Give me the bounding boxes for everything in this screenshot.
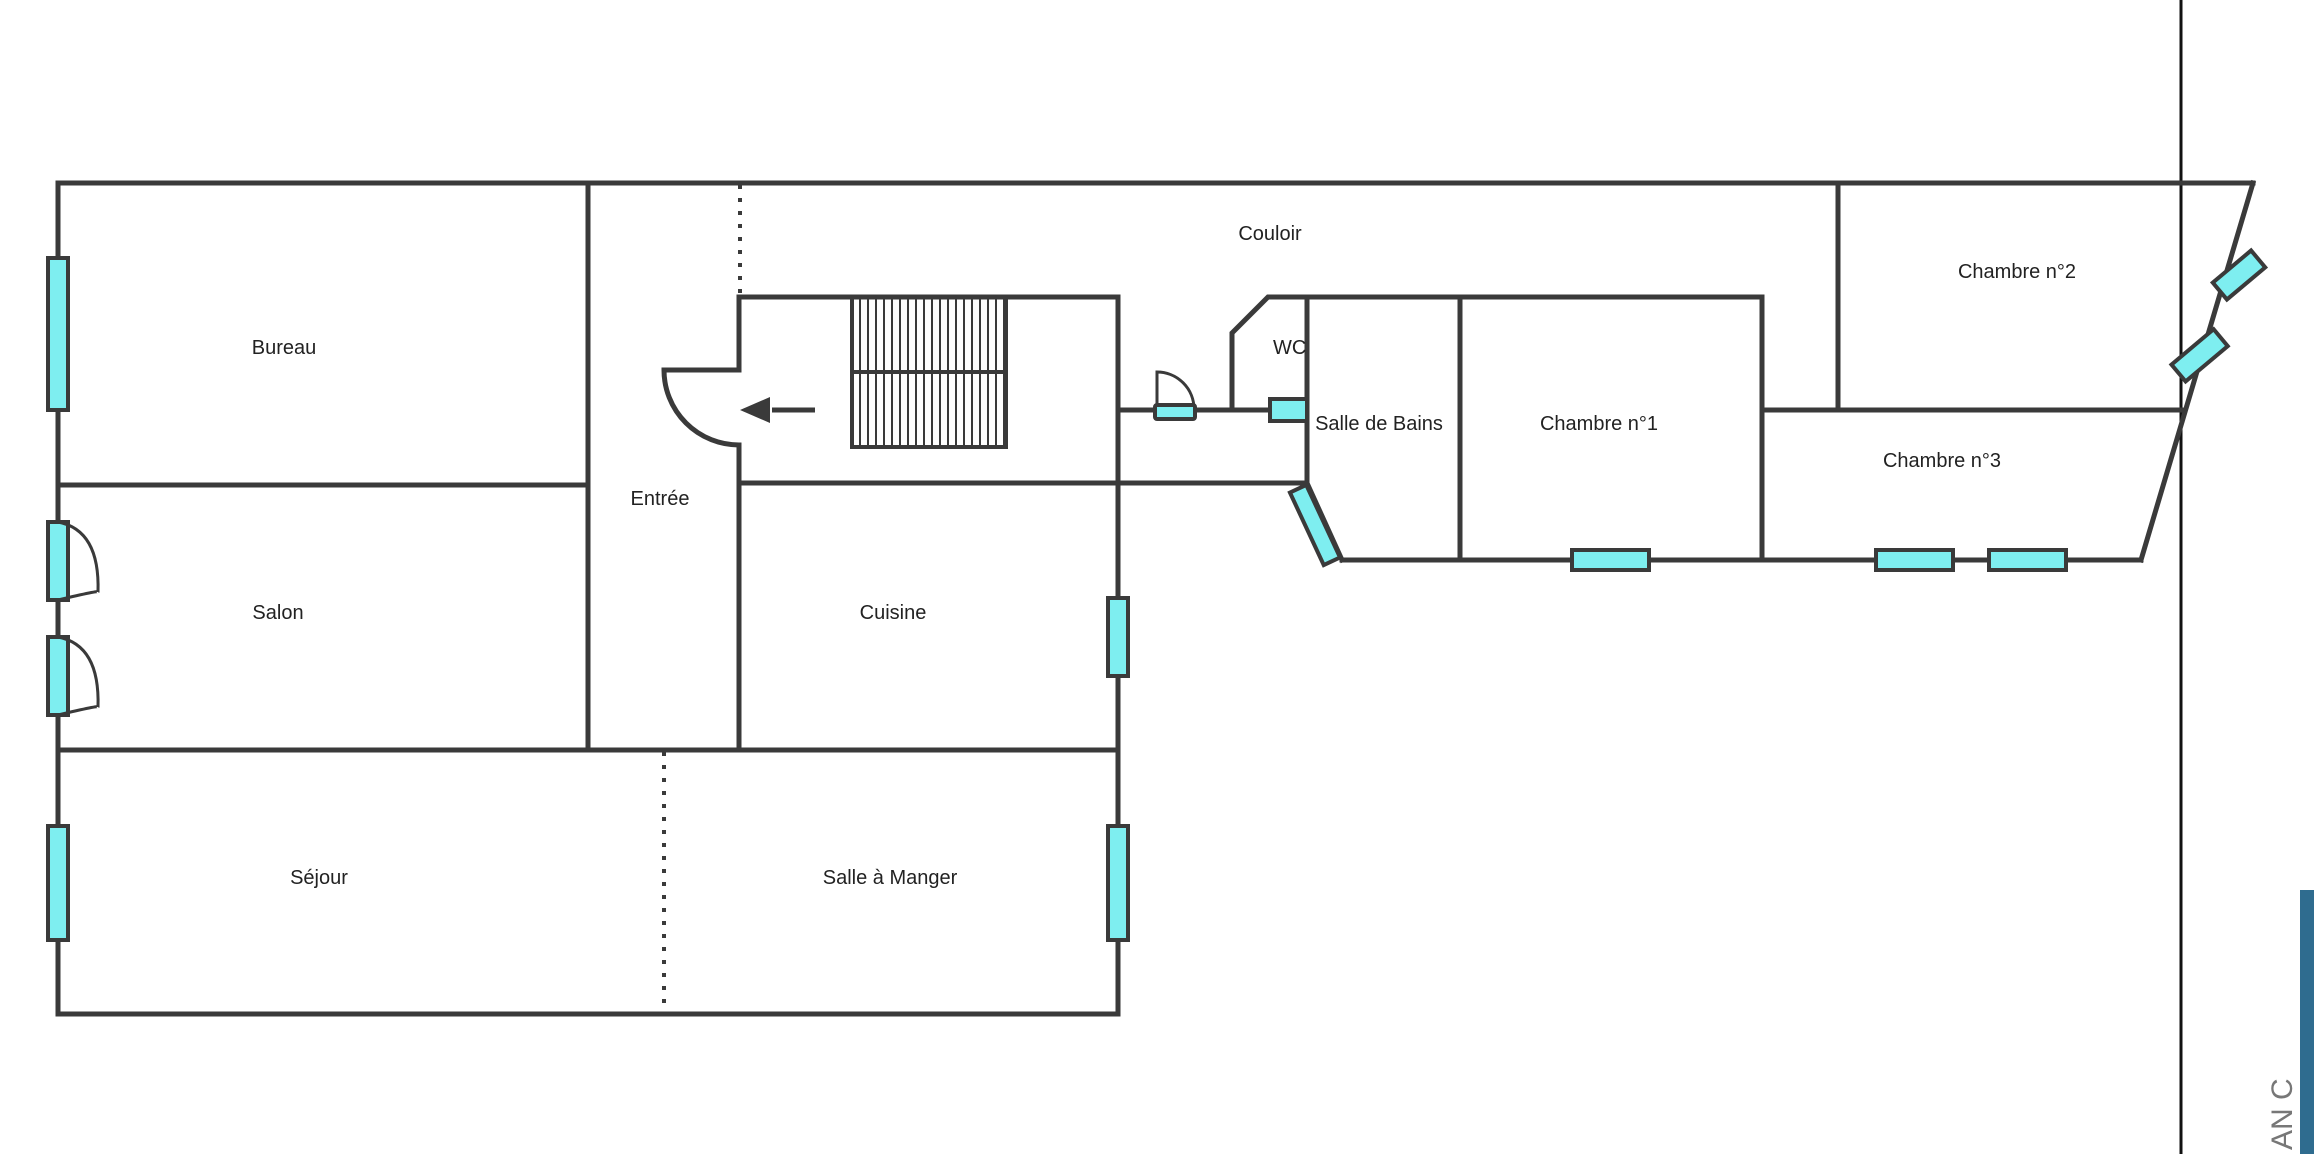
room-labels: Bureau Couloir Chambre n°2 WC Salle de B… [252,223,2076,889]
room-label-cuisine: Cuisine [860,602,927,624]
window-chambre3-a [1874,548,1955,572]
room-label-salle-de-bains: Salle de Bains [1315,413,1443,435]
room-label-salle-a-manger: Salle à Manger [823,867,958,889]
window-sejour [46,824,70,942]
room-label-sejour: Séjour [290,867,348,889]
window-chambre2-b [2168,326,2231,385]
window-cuisine [1106,596,1130,678]
interior-walls [55,180,2184,753]
window-chambre1 [1570,548,1651,572]
arrow-left-icon [740,397,815,423]
room-label-chambre2: Chambre n°2 [1958,261,2076,283]
room-label-salon: Salon [252,602,303,624]
room-label-chambre3: Chambre n°3 [1883,450,2001,472]
room-label-couloir: Couloir [1238,223,1302,245]
room-label-chambre1: Chambre n°1 [1540,413,1658,435]
window-bureau [46,256,70,412]
windows [46,247,2269,942]
side-text: AN C [2266,1078,2299,1150]
bath-angled-wall [1303,479,1346,564]
window-salle-a-manger [1106,824,1130,942]
room-label-bureau: Bureau [252,337,317,359]
window-chambre2-a [2209,247,2269,303]
salon-door-icon [46,520,100,717]
exterior-walls [55,179,2257,1017]
room-label-wc: WC [1273,337,1306,359]
side-accent-bar [2300,890,2314,1154]
stair-treads [859,299,1005,445]
window-chambre3-b [1987,548,2068,572]
window-wc [1268,397,1309,423]
wc-door-icon [1153,370,1197,421]
room-label-entree: Entrée [631,488,690,510]
